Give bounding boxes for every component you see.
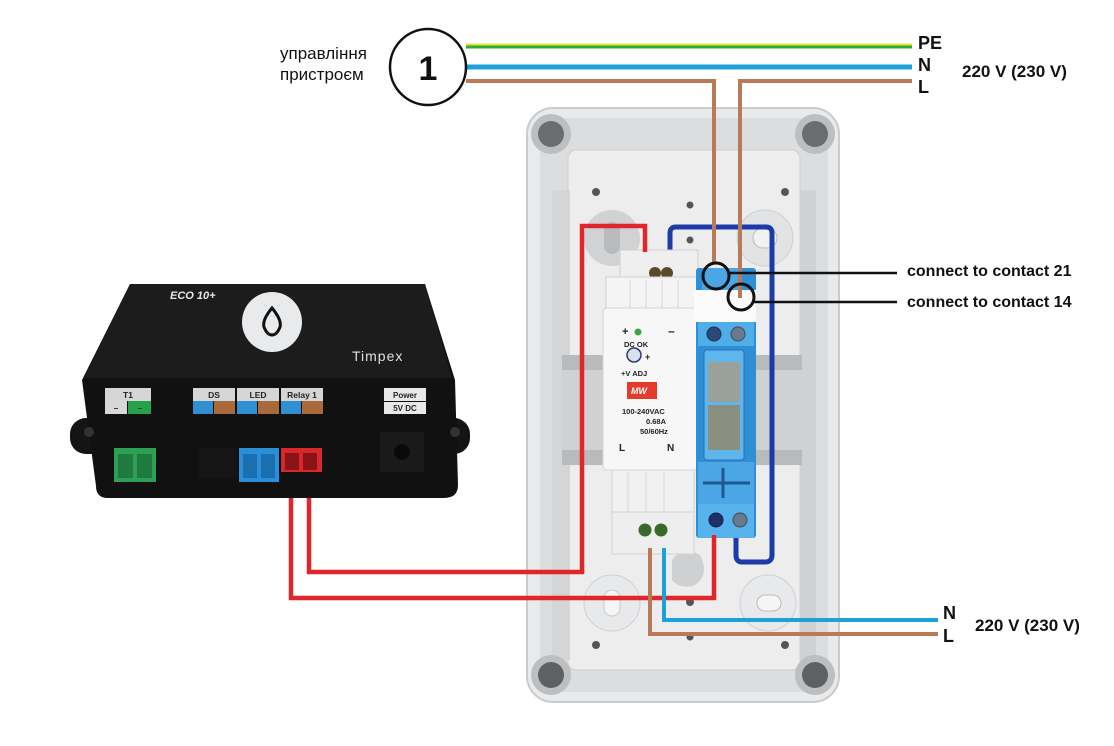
- wire-label-bottom-n: N: [943, 603, 956, 623]
- psu-rating-frequency: 50/60Hz: [640, 427, 668, 436]
- port-t1-pin1: –: [114, 404, 119, 413]
- supply-bottom-voltage: 220 V (230 V): [975, 616, 1080, 635]
- port-ds-label: DS: [208, 390, 220, 400]
- psu-terminal-l: L: [619, 443, 625, 454]
- brand-logo-icon: [242, 292, 302, 352]
- meanwell-logo-icon: [627, 382, 657, 399]
- psu-brand-label: MW: [631, 386, 648, 396]
- port-power-label: Power: [393, 391, 417, 400]
- control-label-line1: управління: [280, 44, 367, 63]
- psu-rating-voltage: 100-240VAC: [622, 407, 665, 416]
- psu-adj-label: +V ADJ: [621, 369, 647, 378]
- contact-14-marker: [726, 282, 897, 312]
- wire-label-l: L: [918, 77, 929, 97]
- controller-brand-label: Timpex: [352, 348, 403, 364]
- screw-icon: [795, 114, 835, 154]
- psu-minus-label: –: [668, 324, 675, 338]
- annotation-contact-21: connect to contact 21: [907, 263, 1072, 280]
- psu-adj-plus-label: +: [645, 352, 650, 362]
- controller-model-label: ECO 10+: [170, 290, 216, 302]
- psu-plus-label: +: [622, 326, 628, 338]
- bridge-wire: [667, 224, 775, 565]
- contact-21-marker: [701, 261, 897, 291]
- controller-device: [70, 284, 470, 498]
- ds-connector: [199, 448, 237, 478]
- control-label: управління пристроєм: [280, 43, 367, 85]
- psu-dc-ok-label: DC OK: [624, 340, 649, 349]
- screw-icon: [531, 655, 571, 695]
- port-t1-label: T1: [123, 390, 133, 400]
- dc-ok-led-icon: [634, 328, 642, 336]
- control-marker-circle: [388, 27, 468, 107]
- control-label-line2: пристроєм: [280, 65, 364, 84]
- annotation-contact-14: connect to contact 14: [907, 294, 1072, 311]
- wire-label-pe: PE: [918, 33, 943, 53]
- supply-top-wires: [466, 43, 912, 298]
- port-power-sub-label: 5V DC: [393, 404, 417, 413]
- psu-terminal-n: N: [667, 443, 674, 454]
- port-t1-pin2: –: [138, 404, 143, 413]
- wire-label-n: N: [918, 55, 931, 75]
- supply-top-voltage: 220 V (230 V): [962, 62, 1067, 81]
- control-marker-number: 1: [419, 50, 438, 88]
- supply-bottom-wires: [648, 548, 938, 636]
- psu-rating-current: 0.68A: [646, 417, 667, 426]
- wire-label-bottom-l: L: [943, 626, 954, 646]
- power-supply: [602, 249, 699, 555]
- port-relay1-label: Relay 1: [287, 390, 317, 400]
- relay-wires: [288, 223, 717, 601]
- screw-icon: [531, 114, 571, 154]
- port-led-label: LED: [250, 390, 267, 400]
- voltage-adjust-icon: [626, 347, 642, 363]
- relay-module: [694, 268, 756, 538]
- screw-icon: [795, 655, 835, 695]
